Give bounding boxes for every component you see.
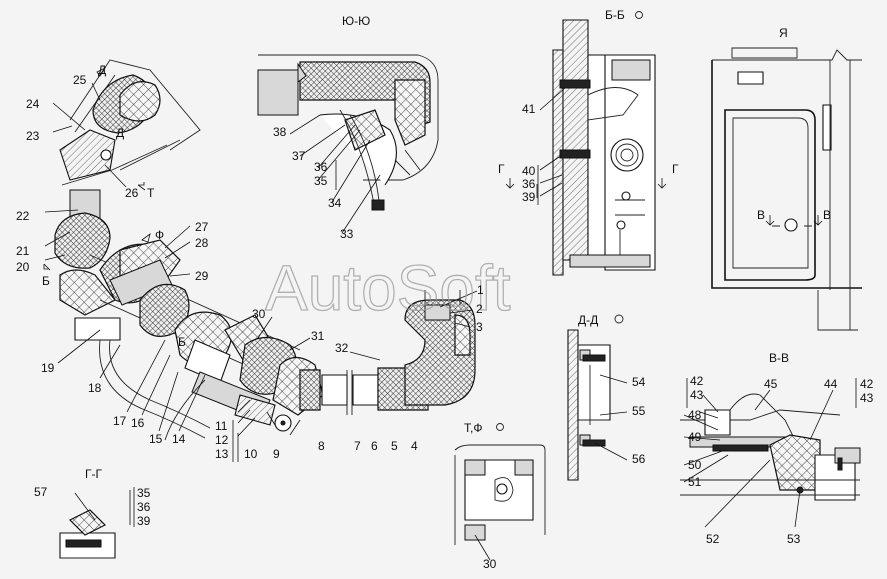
callout-27: 27 [195, 220, 209, 234]
callout-8: 8 [318, 439, 325, 453]
callout-22: 22 [16, 209, 30, 223]
callout-6: 6 [371, 439, 378, 453]
callout-49: 49 [688, 430, 702, 444]
view-marker-f: Ф [155, 228, 164, 242]
callout-7: 7 [354, 439, 361, 453]
view-arrows [43, 67, 823, 271]
callout-12: 12 [215, 433, 229, 447]
callout-48: 48 [688, 408, 702, 422]
callout-14: 14 [172, 432, 186, 446]
callout-26: 26 [125, 186, 139, 200]
leader-lines [44, 82, 857, 561]
callout-18: 18 [88, 381, 102, 395]
callout-44: 44 [824, 377, 838, 391]
callout-55: 55 [632, 404, 646, 418]
callout-37: 37 [292, 149, 306, 163]
view-marker-b-left: Б [42, 274, 50, 288]
callout-38: 38 [273, 125, 287, 139]
callout-labels: 1 2 3 4 5 6 7 8 9 10 11 12 13 14 15 16 1… [16, 73, 874, 571]
callout-17: 17 [113, 414, 127, 428]
callout-1: 1 [477, 283, 484, 297]
callout-39-bb: 39 [522, 190, 536, 204]
section-v-v [680, 393, 861, 501]
callout-35-yu: 35 [314, 174, 328, 188]
section-g-g [59, 509, 116, 559]
callout-50: 50 [688, 458, 702, 472]
callout-30-main: 30 [252, 307, 266, 321]
callout-16: 16 [131, 416, 145, 430]
callout-30-tf: 30 [483, 557, 497, 571]
watermark-text: AutoSoft [265, 252, 511, 324]
view-marker-d-mid: Д [116, 126, 124, 140]
callout-51: 51 [688, 475, 702, 489]
callout-28: 28 [195, 236, 209, 250]
callout-36-bb: 36 [522, 177, 536, 191]
section-yu-yu [257, 54, 439, 211]
callout-36-yu: 36 [314, 160, 328, 174]
view-marker-b-mid: Б [178, 335, 186, 349]
callout-42-right: 42 [860, 377, 874, 391]
callout-11: 11 [215, 419, 228, 433]
callout-32: 32 [335, 341, 349, 355]
callout-43-left: 43 [690, 388, 704, 402]
view-t-f [454, 444, 546, 545]
callout-54: 54 [632, 375, 646, 389]
callout-19: 19 [41, 361, 55, 375]
callout-5: 5 [391, 439, 398, 453]
callout-41: 41 [522, 102, 536, 116]
view-marker-t: Т [147, 186, 155, 200]
view-marker-d-top: Д [98, 63, 106, 77]
callout-23: 23 [26, 129, 40, 143]
section-title-g-g: Г-Г [85, 467, 102, 481]
callout-45: 45 [764, 377, 778, 391]
callout-20: 20 [16, 260, 30, 274]
view-marker-g-left: Г [498, 162, 505, 176]
section-title-d-d: Д-Д [578, 313, 598, 327]
callout-15: 15 [149, 432, 163, 446]
callout-35-gg: 35 [137, 486, 151, 500]
callout-53: 53 [787, 532, 801, 546]
callout-2: 2 [476, 302, 483, 316]
callout-34: 34 [328, 196, 342, 210]
callout-10: 10 [244, 447, 258, 461]
callout-24: 24 [26, 97, 40, 111]
section-b-b [552, 19, 656, 276]
callout-43-right: 43 [860, 391, 874, 405]
callout-40: 40 [522, 164, 536, 178]
callout-36-gg: 36 [137, 500, 151, 514]
callout-56: 56 [632, 452, 646, 466]
section-title-b-b: Б-Б [605, 8, 625, 22]
section-title-v-v: В-В [769, 351, 789, 365]
callout-13: 13 [215, 447, 229, 461]
view-marker-v-left: В [757, 208, 765, 222]
main-seal-profile [54, 59, 476, 441]
callout-4: 4 [411, 439, 418, 453]
callout-52: 52 [706, 532, 720, 546]
callout-42-left: 42 [690, 374, 704, 388]
callout-21: 21 [16, 244, 30, 258]
section-d-d [567, 329, 611, 481]
callout-9: 9 [273, 447, 280, 461]
callout-3: 3 [476, 320, 483, 334]
callout-29: 29 [195, 269, 209, 283]
callout-33: 33 [340, 227, 354, 241]
section-title-yu-yu: Ю-Ю [342, 14, 370, 28]
view-marker-g-right: Г [672, 162, 679, 176]
section-title-t-f: Т,Ф [464, 421, 482, 435]
callout-39-gg: 39 [137, 514, 151, 528]
section-title-ya: Я [779, 26, 788, 40]
callout-31: 31 [311, 329, 325, 343]
callout-57: 57 [34, 485, 48, 499]
view-ya [711, 47, 862, 331]
view-marker-v-right: В [823, 208, 831, 222]
callout-25: 25 [73, 73, 87, 87]
